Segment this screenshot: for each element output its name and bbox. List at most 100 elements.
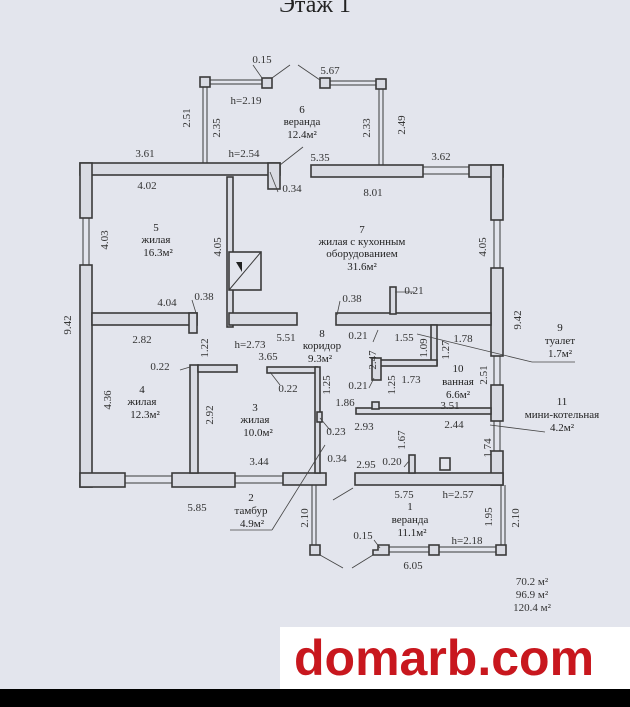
room-label: 9.3м² — [308, 353, 333, 365]
room-label: 10.0м² — [243, 427, 273, 439]
dimension-label: 0.38 — [342, 293, 362, 305]
dimension-label: 4.03 — [99, 230, 111, 250]
room-label: коридор — [303, 340, 342, 352]
dimension-label: 5.51 — [276, 332, 295, 344]
dimension-label: 3.62 — [431, 151, 450, 163]
room-label: 6.6м² — [446, 389, 471, 401]
room-label: жилая — [240, 414, 270, 426]
dimension-label: 5.35 — [310, 152, 330, 164]
dimension-label: h=2.57 — [443, 489, 474, 501]
dimension-label: 3.61 — [135, 148, 154, 160]
dimension-label: 9.42 — [62, 315, 74, 334]
dimension-label: 0.34 — [282, 183, 302, 195]
dimension-label: 3.44 — [249, 456, 269, 468]
dimension-label: 8.01 — [363, 187, 382, 199]
dimension-label: 1.22 — [199, 338, 211, 357]
dimension-label: 2.51 — [478, 365, 490, 384]
dimension-label: 0.15 — [252, 54, 272, 66]
dimension-label: h=2.54 — [229, 148, 260, 160]
dimension-label: 0.38 — [194, 291, 214, 303]
room-label: веранда — [392, 514, 429, 526]
dimension-label: 2.92 — [204, 405, 216, 424]
dimension-label: 4.04 — [157, 297, 177, 309]
dimension-label: 1.86 — [335, 397, 355, 409]
room-label: 8 — [319, 328, 325, 340]
dimension-label: 1.74 — [482, 438, 494, 458]
room-label: жилая — [127, 396, 157, 408]
dimension-label: 4.36 — [102, 390, 114, 410]
dimension-label: 5.75 — [394, 489, 414, 501]
room-label: 12.3м² — [130, 409, 160, 421]
bottom-bar — [0, 689, 630, 707]
dimension-label: 2.44 — [444, 419, 464, 431]
dimension-label: 1.78 — [453, 333, 473, 345]
leader-lines — [179, 64, 575, 549]
room-label: 3 — [252, 402, 258, 414]
room-label: 1.7м² — [548, 348, 573, 360]
watermark-text: domarb.com — [294, 630, 595, 686]
walls — [79, 64, 507, 569]
dimension-label: h=2.18 — [452, 535, 483, 547]
room-label: жилая с кухонным — [318, 236, 406, 248]
dimension-label: 6.05 — [403, 560, 423, 572]
dimension-label: 2.95 — [356, 459, 376, 471]
room-label: 9 — [557, 322, 563, 334]
dimension-label: 0.23 — [326, 426, 346, 438]
dimension-label: 4.05 — [212, 237, 224, 257]
dimension-label: 4.05 — [477, 237, 489, 257]
dimension-label: 5.67 — [320, 65, 340, 77]
room-label: 16.3м² — [143, 247, 173, 259]
dimension-label: 3.65 — [258, 351, 278, 363]
dimension-label: 5.85 — [187, 502, 207, 514]
watermark: domarb.com — [280, 627, 630, 689]
dimension-label: 2.49 — [396, 115, 408, 135]
dimension-label: 0.21 — [348, 380, 367, 392]
dimension-label: 0.21 — [404, 285, 423, 297]
dimension-label: 1.25 — [321, 375, 333, 395]
room-label: 4.9м² — [240, 518, 265, 530]
room-label: 10 — [453, 363, 465, 375]
room-label: 31.6м² — [347, 261, 377, 273]
room-label: 4.2м² — [550, 422, 575, 434]
room-label: ванная — [442, 376, 474, 388]
room-label: жилая — [141, 234, 171, 246]
room-label: туалет — [545, 335, 575, 347]
room-label: 11 — [557, 396, 568, 408]
dimension-label: 1.27 — [440, 340, 452, 360]
dimension-label: 2.51 — [181, 108, 193, 127]
room-label: тамбур — [235, 505, 268, 517]
dimension-label: 2.93 — [354, 421, 374, 433]
dimension-label: 0.15 — [353, 530, 373, 542]
dimension-label: 0.34 — [327, 453, 347, 465]
room-label: оборудованием — [326, 248, 397, 260]
room-label: 12.4м² — [287, 129, 317, 141]
dimension-label: 1.55 — [394, 332, 414, 344]
room-label: 2 — [248, 492, 254, 504]
dimension-label: h=2.73 — [235, 339, 266, 351]
label: 70.2 м² — [516, 576, 549, 588]
dimension-label: h=2.19 — [231, 95, 262, 107]
dimension-labels: 0.15 5.67 h=2.19 2.51 2.35 2.33 2.49 3.6… — [62, 54, 524, 572]
room-label: 11.1м² — [397, 527, 427, 539]
dimension-label: 0.21 — [348, 330, 367, 342]
dimension-label: 2.10 — [510, 508, 522, 528]
dimension-label: 1.09 — [418, 338, 430, 358]
dimension-label: 0.22 — [278, 383, 297, 395]
room-label: 6 — [299, 104, 305, 116]
room-label: 1 — [407, 501, 413, 513]
dimension-label: 1.25 — [386, 375, 398, 395]
dimension-label: 1.67 — [396, 430, 408, 450]
label: 120.4 м² — [513, 602, 551, 614]
dimension-label: 3.51 — [440, 400, 459, 412]
